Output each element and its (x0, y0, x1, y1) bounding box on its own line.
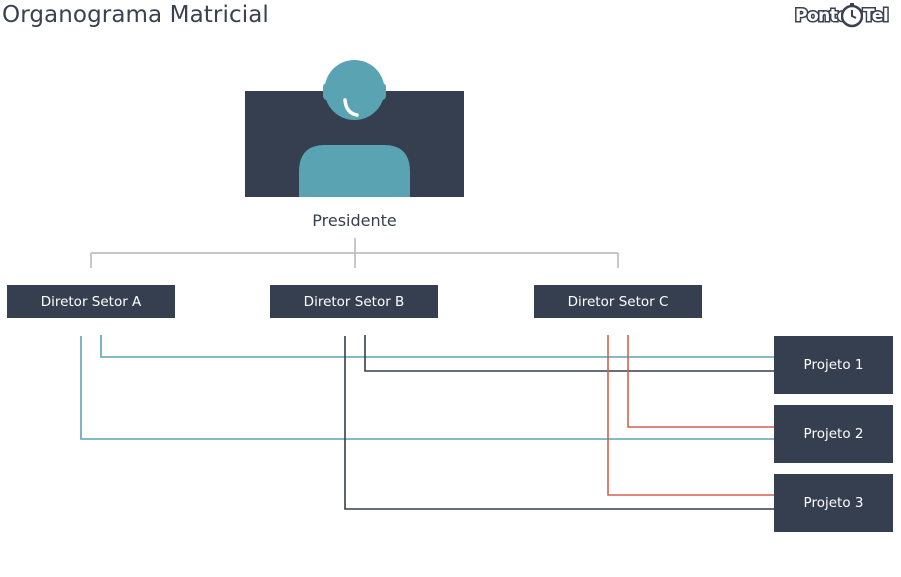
project-3-box: Projeto 3 (774, 474, 893, 532)
director-c-box: Diretor Setor C (534, 285, 702, 318)
teal-connectors (80, 335, 774, 440)
project-1-box: Projeto 1 (774, 336, 893, 394)
project-2-box: Projeto 2 (774, 405, 893, 463)
director-a-label: Diretor Setor A (40, 293, 142, 310)
red-connectors (607, 335, 774, 496)
pontotel-logo: Ponto Tel (793, 2, 895, 34)
page-title: Organograma Matricial (2, 2, 269, 28)
project-2-label: Projeto 2 (803, 426, 864, 442)
logo-text-ponto: Ponto (794, 5, 851, 28)
president-label: Presidente (312, 211, 397, 230)
director-c-label: Diretor Setor C (567, 293, 669, 310)
project-3-label: Projeto 3 (803, 495, 864, 511)
dark-connectors (344, 335, 774, 510)
clock-icon (841, 3, 863, 28)
hierarchy-tree (90, 238, 619, 268)
logo-text-tel: Tel (861, 5, 890, 28)
president-avatar-icon (299, 60, 410, 197)
project-1-label: Projeto 1 (803, 357, 864, 373)
director-b-box: Diretor Setor B (270, 285, 438, 318)
director-b-label: Diretor Setor B (303, 293, 405, 310)
director-a-box: Diretor Setor A (7, 285, 175, 318)
